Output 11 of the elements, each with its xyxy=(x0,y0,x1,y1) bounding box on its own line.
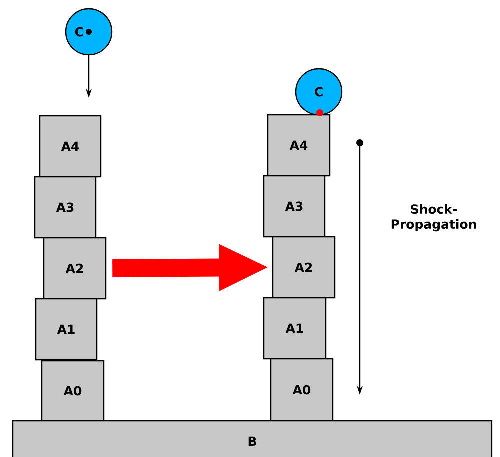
block-box: A0 xyxy=(270,358,334,422)
block-box: A3 xyxy=(34,176,97,239)
block-box: A2 xyxy=(272,236,336,299)
block-box: A4 xyxy=(39,115,102,178)
block-box: A1 xyxy=(35,298,98,361)
block-box: A1 xyxy=(263,297,327,360)
block-box: A0 xyxy=(41,360,105,422)
annotation-label: Shock-Propagation xyxy=(392,204,476,232)
block-box: A4 xyxy=(267,114,331,177)
block-box: A3 xyxy=(263,175,326,238)
block-box: A2 xyxy=(43,237,107,300)
